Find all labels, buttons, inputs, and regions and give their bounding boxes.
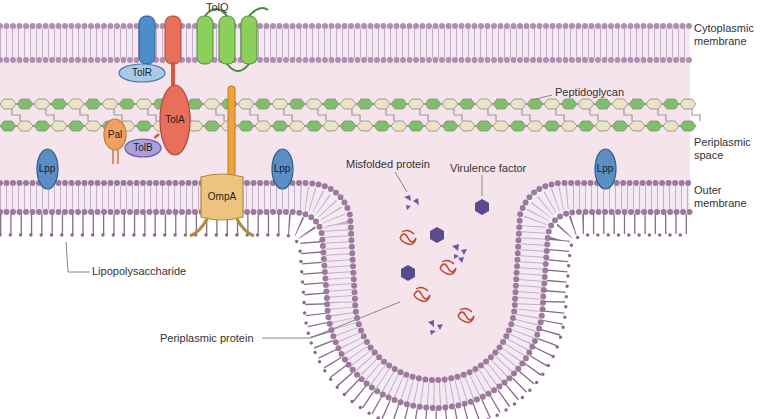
node-text-group: Lpp [597, 164, 614, 174]
node-text-group: Pal [108, 130, 122, 140]
protein-node: Pal [103, 118, 127, 151]
part-label: Misfolded protein [346, 158, 430, 171]
part-label: Periplasmic protein [160, 332, 254, 345]
lipid-heads [0, 23, 690, 29]
part-label: Cytoplasmic membrane [694, 22, 762, 47]
leader-lines [66, 95, 552, 338]
node-text-group: Lpp [39, 164, 56, 174]
protein-name: TolR [132, 68, 152, 78]
lipopolysaccharide-tips [0, 235, 690, 419]
protein-name: Lpp [597, 164, 614, 174]
protein-name: Lpp [39, 164, 56, 174]
part-label: Periplasmic space [694, 136, 762, 161]
part-label: Peptidoglycan [555, 86, 624, 99]
protein-name: OmpA [208, 192, 236, 202]
lipid-tails [0, 28, 690, 58]
protein-node: Lpp [594, 148, 617, 190]
node-text-group: TolB [133, 143, 152, 153]
protein-node: TolB [124, 138, 162, 158]
node-text-group: TolA [165, 115, 184, 125]
protein-node: Lpp [271, 148, 294, 190]
inner-membrane-core [0, 27, 690, 59]
lipid-heads [0, 57, 690, 63]
ompa-domain [228, 86, 235, 178]
vesicle-contents [400, 195, 489, 335]
part-label: Outer membrane [694, 184, 762, 209]
protein-name: Pal [108, 130, 122, 140]
pal-anchor [113, 150, 118, 164]
protein-node: TolR [118, 63, 166, 83]
protein-name: TolB [133, 143, 152, 153]
part-label: Lipopolysaccharide [92, 265, 186, 278]
node-text-group: TolR [132, 68, 152, 78]
tola-helix [165, 16, 181, 64]
protein-node: Lpp [36, 148, 59, 190]
protein-linker [154, 134, 159, 138]
lipopolysaccharide-chains [0, 224, 690, 419]
tolr-helix [139, 16, 155, 64]
tolq-helix [219, 16, 235, 64]
tolq-helix [197, 16, 213, 64]
node-text-group: OmpA [208, 192, 236, 202]
part-label: Virulence factor [450, 162, 526, 175]
protein-node: OmpA [199, 173, 245, 221]
part-label: TolQ [206, 1, 229, 14]
tolq-helix [241, 16, 257, 64]
protein-name: TolA [165, 115, 184, 125]
tolq-loop [249, 8, 268, 16]
node-text-group: Lpp [274, 164, 291, 174]
protein-node: TolA [159, 84, 191, 156]
tola-stalk [171, 62, 175, 88]
protein-name: Lpp [274, 164, 291, 174]
